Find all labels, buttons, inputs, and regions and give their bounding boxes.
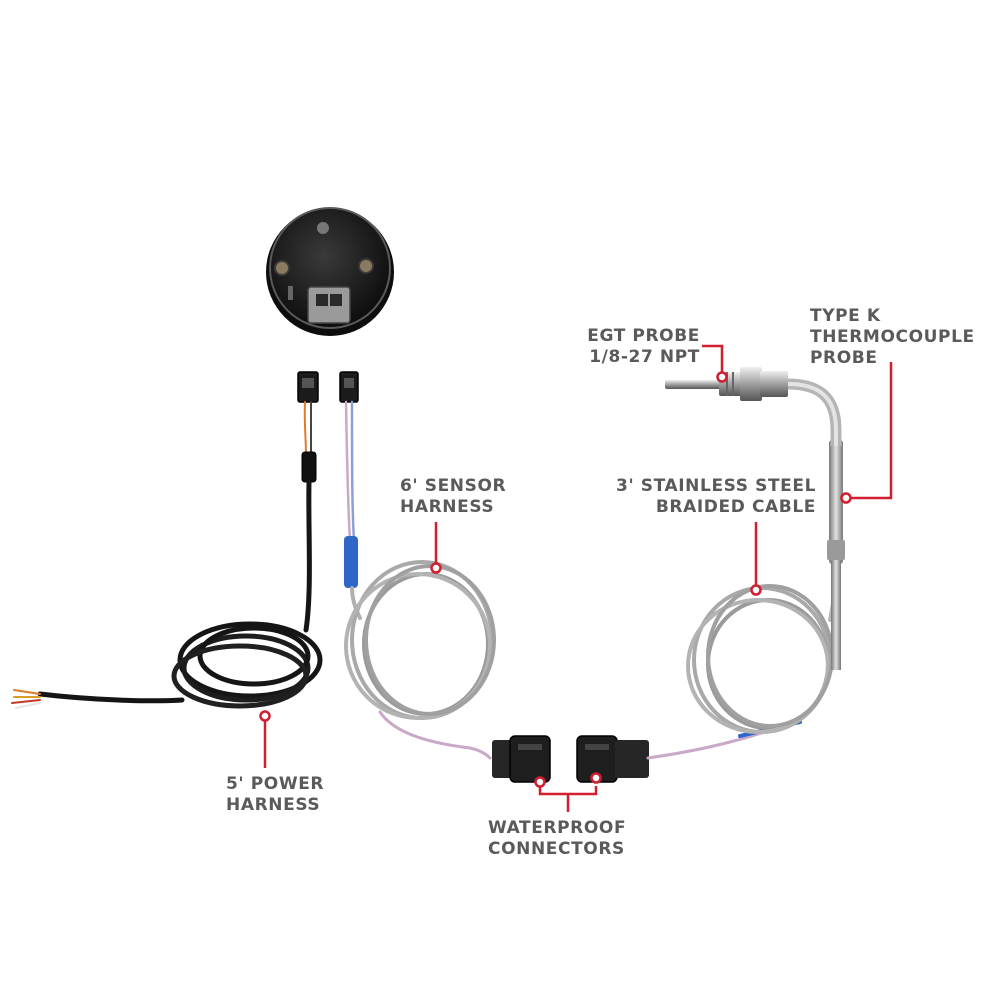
power-harness-cable (11, 371, 323, 709)
waterproof-connector-icon (492, 735, 649, 783)
sensor-harness-cable (339, 371, 496, 760)
braided-cable-label: 3' STAINLESS STEEL BRAIDED CABLE (616, 476, 816, 517)
sensor-harness-callout (430, 522, 442, 574)
type-k-callout (840, 362, 893, 504)
egt-probe-icon (665, 367, 845, 670)
braided-cable-callout (750, 522, 762, 596)
egt-probe-callout (702, 344, 728, 383)
waterproof-connectors-label: WATERPROOF CONNECTORS (488, 818, 627, 859)
power-harness-callout (259, 710, 271, 768)
braided-cable (646, 558, 838, 760)
egt-probe-label: EGT PROBE 1/8-27 NPT (587, 326, 700, 367)
type-k-thermocouple-label: TYPE K THERMOCOUPLE PROBE (810, 306, 975, 368)
sensor-harness-label: 6' SENSOR HARNESS (400, 476, 507, 517)
power-harness-label: 5' POWER HARNESS (226, 774, 325, 815)
gauge-back-icon (266, 207, 394, 336)
waterproof-callout (534, 772, 602, 812)
